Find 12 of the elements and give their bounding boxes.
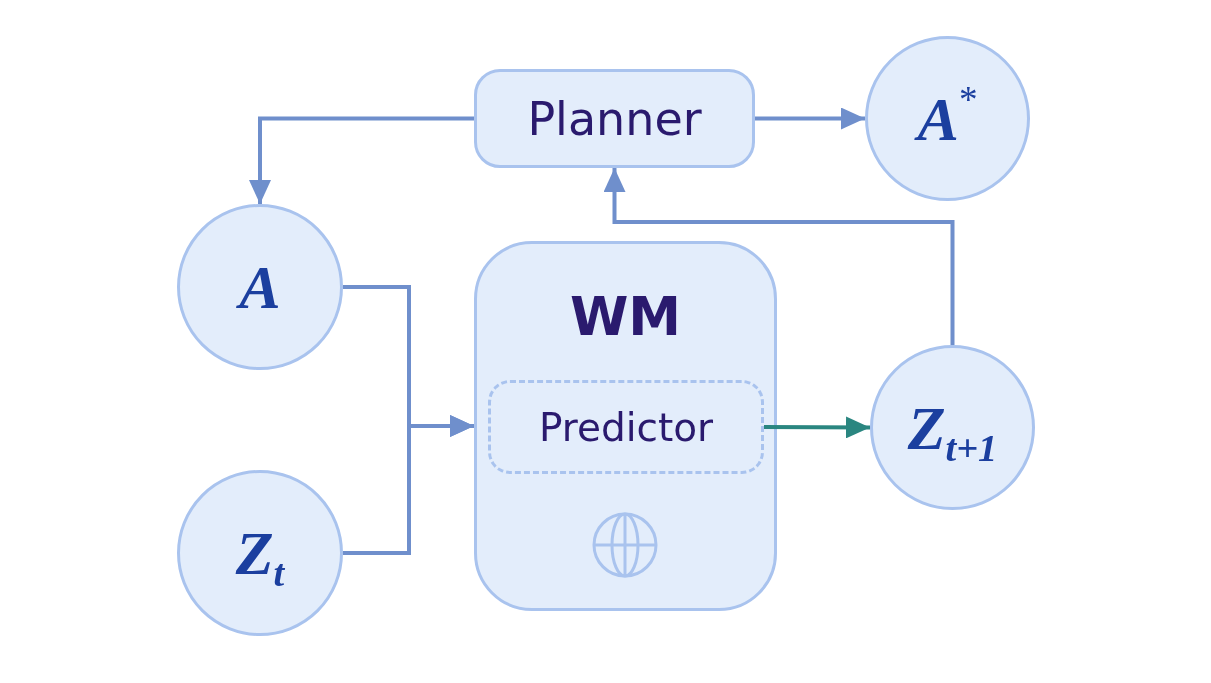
arrow: [764, 416, 870, 439]
arrow: [603, 168, 955, 345]
math-symbol: Z$_{t}$: [235, 522, 285, 584]
node-label: Predictor: [538, 407, 714, 447]
module-box: [474, 241, 777, 611]
dashed-box: [488, 380, 764, 474]
process-box: [474, 69, 755, 168]
node-title: WM: [569, 290, 682, 343]
arrow: [755, 107, 865, 130]
arrow: [249, 116, 474, 204]
math-symbol: Z$_{t+1}$: [907, 396, 998, 459]
node-label: Planner: [527, 95, 702, 142]
